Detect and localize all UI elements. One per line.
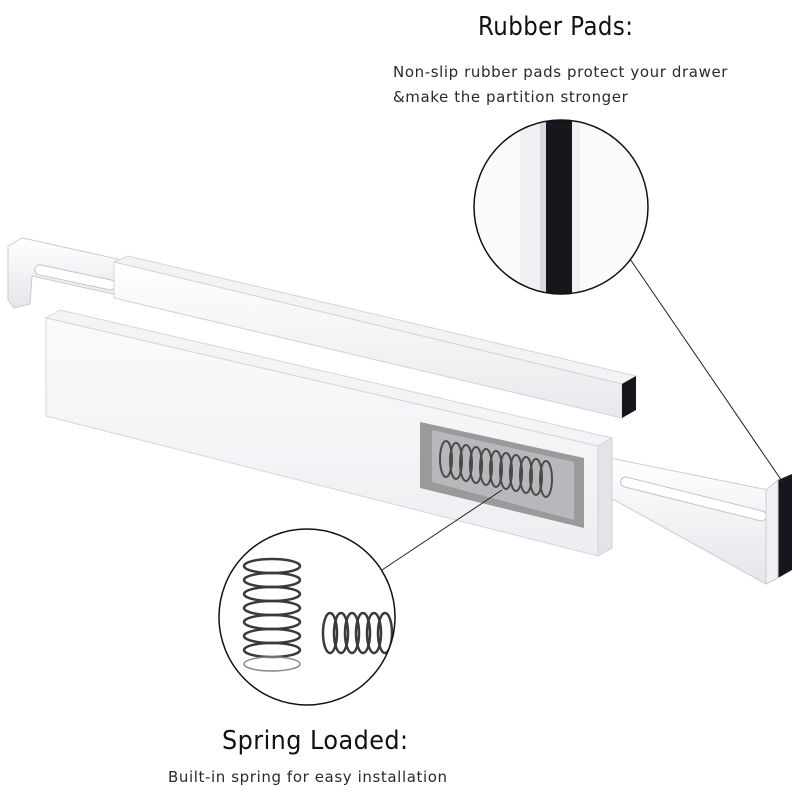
back-divider [7, 237, 638, 419]
front-divider [44, 309, 614, 557]
right-extension-rod [599, 455, 792, 585]
inner-spring [439, 440, 553, 498]
rubber-pad-zoom [473, 119, 649, 295]
rubber-pads-title: Rubber Pads: [478, 12, 634, 42]
spring-loaded-description: Built-in spring for easy installation [168, 768, 448, 786]
spring-callout-line [381, 489, 503, 571]
rubber-pads-description-line2: &make the partition stronger [393, 88, 629, 106]
rubber-pad-callout-line [627, 255, 785, 485]
rubber-pads-description-line1: Non-slip rubber pads protect your drawer [393, 63, 729, 81]
spring-zoom [218, 528, 396, 706]
spring-loaded-title: Spring Loaded: [222, 726, 409, 756]
